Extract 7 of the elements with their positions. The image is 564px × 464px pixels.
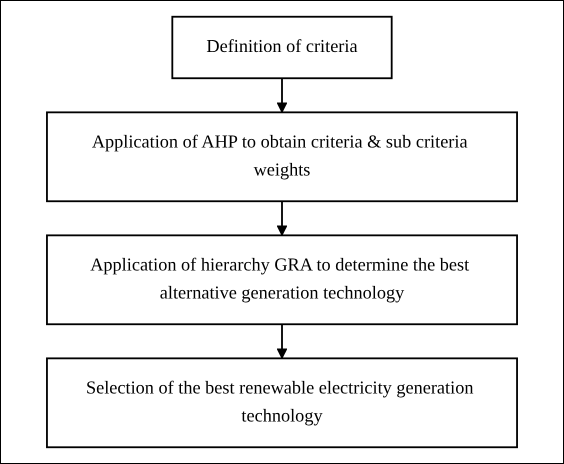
node-box: Definition of criteria (171, 16, 393, 80)
arrow (276, 201, 288, 236)
node-box: Application of AHP to obtain criteria & sub criteria weights (46, 111, 518, 202)
arrow (276, 78, 288, 113)
node-box: Application of hierarchy GRA to determine the best alternative generation technology (46, 234, 518, 326)
node-box: Selection of the best renewable electricity generation technology (46, 357, 518, 448)
arrow (276, 324, 288, 359)
